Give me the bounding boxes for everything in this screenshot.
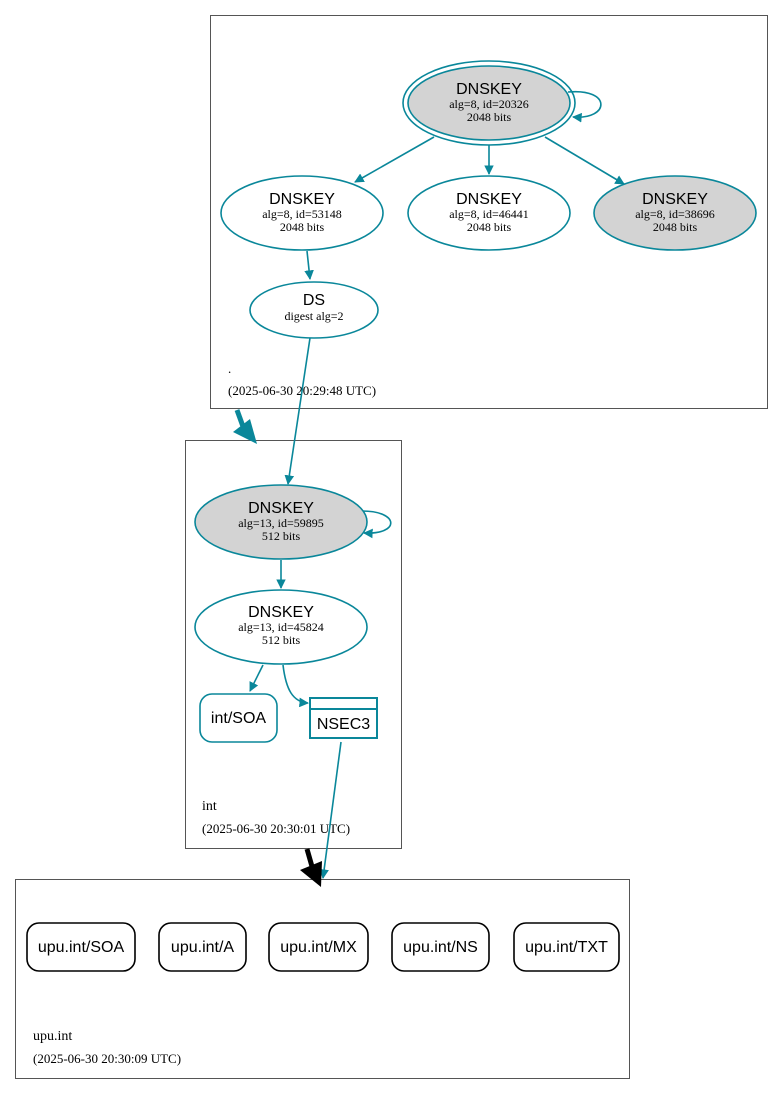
node-int-nsec3-label: NSEC3	[317, 716, 370, 733]
node-int-soa-label: int/SOA	[211, 710, 266, 727]
node-int-zsk-alg: alg=13, id=45824	[238, 620, 324, 634]
node-int-ds-digest: digest alg=2	[284, 309, 343, 323]
node-root-zsk-46441-bits: 2048 bits	[467, 220, 512, 234]
node-root-ksk-bits: 2048 bits	[467, 110, 512, 124]
zone-upu-border	[15, 879, 630, 1079]
node-root-zsk-38696-shape	[593, 175, 757, 251]
zone-root-name: .	[228, 361, 231, 376]
node-int-ksk-bits: 512 bits	[262, 529, 301, 543]
node-root-ksk-shape	[407, 65, 571, 141]
delegation-root-int	[233, 409, 257, 444]
node-root-zsk-46441-alg: alg=8, id=46441	[449, 207, 529, 221]
edge-ds-int-ksk	[284, 337, 311, 485]
zone-upu-name: upu.int	[33, 1029, 72, 1044]
edge-root-ksk-zsk1	[354, 136, 435, 183]
delegation-int-upu-head	[300, 861, 322, 887]
zone-int-name: int	[202, 799, 217, 814]
node-root-zsk-38696[interactable]: DNSKEY alg=8, id=38696 2048 bits	[593, 175, 757, 251]
node-int-zsk-title: DNSKEY	[248, 604, 314, 621]
node-upu-ns-shape	[391, 922, 490, 972]
node-upu-soa-shape	[26, 922, 136, 972]
node-root-ksk-alg: alg=8, id=20326	[449, 97, 529, 111]
delegation-int-upu	[300, 848, 322, 887]
node-root-zsk-53148-alg: alg=8, id=53148	[262, 207, 342, 221]
edge-int-ksk-self	[361, 510, 392, 539]
edge-root-ksk-self	[567, 90, 602, 123]
node-upu-a-shape	[158, 922, 247, 972]
node-int-zsk-shape	[194, 589, 368, 665]
edge-root-ksk-zsk3	[544, 136, 625, 185]
node-int-zsk[interactable]: DNSKEY alg=13, id=45824 512 bits	[194, 589, 368, 665]
node-root-zsk-38696-alg: alg=8, id=38696	[635, 207, 715, 221]
node-int-ds[interactable]: DS digest alg=2	[249, 281, 379, 339]
edge-int-zsk-nsec3	[282, 664, 309, 708]
node-int-zsk-bits: 512 bits	[262, 633, 301, 647]
node-root-zsk-46441[interactable]: DNSKEY alg=8, id=46441 2048 bits	[407, 175, 571, 251]
node-root-zsk-38696-title: DNSKEY	[642, 191, 708, 208]
node-root-zsk-53148-bits: 2048 bits	[280, 220, 325, 234]
node-int-soa[interactable]: int/SOA	[199, 693, 278, 743]
zone-int-timestamp: (2025-06-30 20:30:01 UTC)	[202, 821, 350, 836]
node-upu-mx-label: upu.int/MX	[280, 939, 357, 956]
node-root-ksk-outer	[402, 60, 576, 146]
node-int-ds-title: DS	[303, 292, 325, 309]
node-root-zsk-53148-shape	[220, 175, 384, 251]
zone-int: int (2025-06-30 20:30:01 UTC)	[185, 440, 402, 849]
edge-nsec3-upu	[319, 741, 342, 879]
node-upu-ns-label: upu.int/NS	[403, 939, 478, 956]
node-int-ksk[interactable]: DNSKEY alg=13, id=59895 512 bits	[194, 484, 368, 560]
node-upu-txt-label: upu.int/TXT	[525, 939, 608, 956]
node-int-ds-shape	[249, 281, 379, 339]
edges	[249, 90, 625, 879]
node-int-ksk-title: DNSKEY	[248, 500, 314, 517]
node-int-ksk-alg: alg=13, id=59895	[238, 516, 324, 530]
node-upu-a[interactable]: upu.int/A	[158, 922, 247, 972]
zone-upu-timestamp: (2025-06-30 20:30:09 UTC)	[33, 1051, 181, 1066]
node-root-zsk-53148-title: DNSKEY	[269, 191, 335, 208]
node-int-ksk-shape	[194, 484, 368, 560]
node-upu-mx[interactable]: upu.int/MX	[268, 922, 369, 972]
node-root-ksk-title: DNSKEY	[456, 81, 522, 98]
node-upu-soa[interactable]: upu.int/SOA	[26, 922, 136, 972]
node-int-nsec3[interactable]: NSEC3	[309, 697, 378, 739]
node-int-soa-shape	[199, 693, 278, 743]
node-upu-mx-shape	[268, 922, 369, 972]
delegation-root-int-head	[233, 419, 257, 444]
zone-root-border	[210, 15, 768, 409]
node-root-zsk-46441-title: DNSKEY	[456, 191, 522, 208]
zone-upu: upu.int (2025-06-30 20:30:09 UTC)	[15, 879, 630, 1079]
node-upu-soa-label: upu.int/SOA	[38, 939, 125, 956]
node-root-zsk-46441-shape	[407, 175, 571, 251]
edge-zsk1-ds	[304, 250, 314, 280]
node-root-zsk-53148[interactable]: DNSKEY alg=8, id=53148 2048 bits	[220, 175, 384, 251]
node-upu-txt[interactable]: upu.int/TXT	[513, 922, 620, 972]
node-upu-a-label: upu.int/A	[171, 939, 234, 956]
node-upu-txt-shape	[513, 922, 620, 972]
edge-int-zsk-soa	[249, 664, 264, 692]
zone-int-border	[185, 440, 402, 849]
node-root-zsk-38696-bits: 2048 bits	[653, 220, 698, 234]
node-int-nsec3-shape	[309, 697, 378, 739]
node-root-ksk[interactable]: DNSKEY alg=8, id=20326 2048 bits	[402, 60, 576, 146]
node-upu-ns[interactable]: upu.int/NS	[391, 922, 490, 972]
